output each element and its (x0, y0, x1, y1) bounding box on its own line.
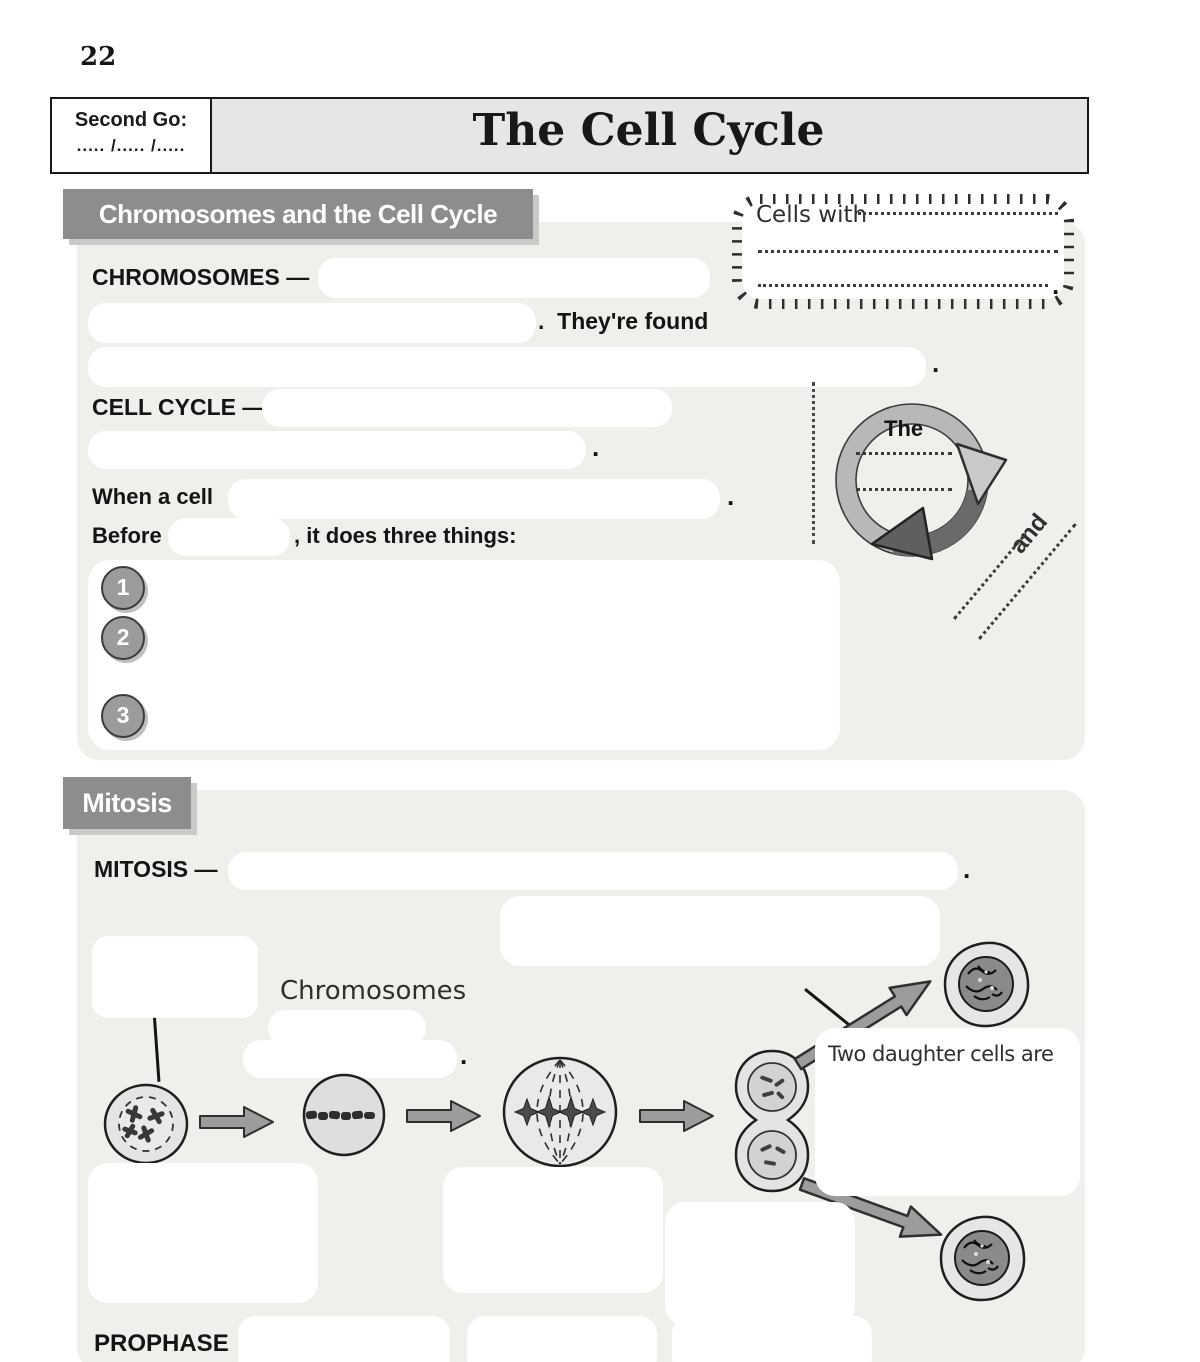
daughter-cell-icon (943, 941, 1030, 1028)
annotation-box (88, 1163, 318, 1303)
metaphase-cell-icon (302, 1073, 386, 1157)
page-number: 22 (80, 42, 117, 72)
prophase-label: PROPHASE (94, 1330, 229, 1357)
note-fill-line (858, 212, 1058, 215)
cycle-the-label: The (884, 416, 924, 441)
sentence-period: . (592, 432, 600, 462)
theyre-found-text: . They're found (538, 308, 709, 334)
section-badge-chromosomes: Chromosomes and the Cell Cycle (63, 189, 533, 239)
sentence-period: . (932, 348, 940, 378)
dotted-separator (812, 382, 815, 544)
daughter-nucleus-chromosomes-icon (760, 1075, 786, 1166)
fill-blank (228, 852, 958, 890)
cycle-arrow-dark-icon (870, 506, 934, 561)
fill-blank (672, 1316, 872, 1362)
three-things-answer-box (88, 560, 840, 750)
fill-blank (88, 347, 926, 387)
when-a-cell-text: When a cell (92, 484, 214, 509)
header-bar: Second Go: ..... /..... /..... The Cell … (50, 97, 1089, 174)
stage-arrow-icon (639, 1100, 714, 1132)
fill-blank (168, 518, 290, 556)
three-things-text: , it does three things: (294, 523, 517, 548)
cell-cycle-term: CELL CYCLE — (92, 394, 266, 420)
date-placeholder: ..... /..... /..... (76, 136, 186, 155)
section-badge-mitosis: Mitosis (63, 777, 191, 829)
stage-arrow-icon (406, 1100, 481, 1132)
spindle-cell-icon (502, 1056, 618, 1168)
daughter-cell-icon (939, 1215, 1026, 1302)
fill-blank (88, 303, 536, 343)
second-go-label: Second Go: (74, 109, 188, 131)
cells-with-label: Cells with (756, 202, 868, 228)
step-number-3: 3 (101, 694, 145, 738)
chromosome-x-icons (122, 1105, 165, 1143)
sentence-period: . (963, 854, 971, 884)
note-fill-line (758, 250, 1058, 253)
chromosomes-term: CHROMOSOMES — (92, 264, 310, 290)
cycle-arrow-light-icon (955, 442, 1008, 506)
page-title: The Cell Cycle (472, 105, 825, 156)
note-period: . (1052, 270, 1060, 300)
separating-chromosomes-icon (513, 1095, 607, 1129)
cell-cycle-diagram (835, 403, 1008, 561)
second-go-box: Second Go: ..... /..... /..... (52, 99, 212, 172)
before-text: Before (92, 523, 162, 548)
annotation-box (665, 1202, 855, 1326)
step-number-1: 1 (101, 566, 145, 610)
chromosomes-caption: Chromosomes (280, 976, 467, 1006)
daughter-cells-box (815, 1028, 1080, 1196)
parent-cell-icon (103, 1083, 189, 1165)
aligned-chromosomes-icon (305, 1110, 375, 1120)
fill-blank (243, 1040, 457, 1078)
cycle-fill-line (856, 488, 952, 491)
annotation-box (443, 1167, 663, 1293)
sentence-period: . (727, 481, 735, 511)
stage-arrow-icon (199, 1106, 274, 1138)
fill-blank (262, 389, 672, 427)
fill-blank (467, 1316, 657, 1362)
daughter-cells-text: Two daughter cells are (828, 1042, 1054, 1066)
fill-blank (88, 431, 586, 469)
callout-box (92, 936, 258, 1018)
note-fill-line (758, 284, 1048, 287)
fill-blank (500, 896, 940, 966)
mitosis-term: MITOSIS — (94, 856, 218, 882)
caption-period: . (460, 1040, 468, 1070)
step-number-2: 2 (101, 616, 145, 660)
dividing-cell-icon (734, 1049, 810, 1193)
cycle-fill-line (856, 452, 952, 455)
fill-blank (228, 479, 720, 519)
fill-blank (318, 258, 710, 298)
fill-blank (238, 1316, 450, 1362)
